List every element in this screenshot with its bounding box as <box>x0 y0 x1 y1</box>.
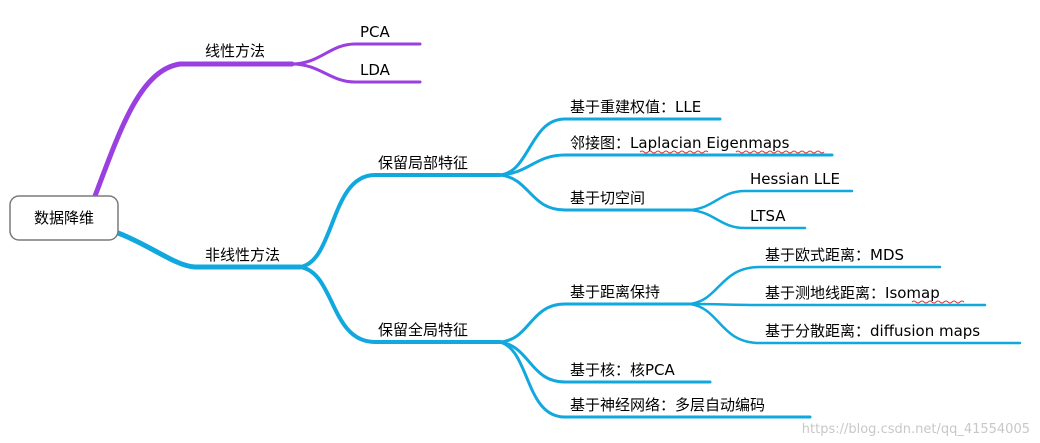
adjacency-word-laplacian: Laplacian <box>630 134 702 152</box>
local-label: 保留局部特征 <box>378 154 468 172</box>
root-node: 数据降维 <box>9 195 119 241</box>
global-kernel-label: 基于核：核PCA <box>570 361 676 379</box>
global-neural-label: 基于神经网络：多层自动编码 <box>570 396 765 414</box>
root-label: 数据降维 <box>34 209 94 227</box>
local-tangent-label: 基于切空间 <box>570 189 645 207</box>
watermark: https://blog.csdn.net/qq_41554005 <box>802 422 1030 437</box>
spellcheck-underline-eigenmaps <box>735 150 825 154</box>
geodesic-word: Isomap <box>885 284 940 302</box>
tangent-item-ltsa: LTSA <box>750 207 786 225</box>
adjacency-word-eigenmaps: Eigenmaps <box>706 134 789 152</box>
local-reconstruct-label: 基于重建权值：LLE <box>570 98 701 116</box>
geodesic-prefix: 基于测地线距离： <box>765 284 885 302</box>
distance-euclid-label: 基于欧式距离：MDS <box>765 246 904 264</box>
distance-geodesic-label: 基于测地线距离：Isomap <box>765 284 940 302</box>
distance-diffusion-label: 基于分散距离：diffusion maps <box>765 322 980 340</box>
spellcheck-underline-isomap <box>911 300 965 304</box>
tangent-item-hessian: Hessian LLE <box>750 170 840 188</box>
local-adjacency-label: 邻接图：Laplacian Eigenmaps <box>570 134 790 152</box>
global-distance-label: 基于距离保持 <box>570 283 660 301</box>
linear-item-lda: LDA <box>360 61 391 79</box>
nonlinear-label: 非线性方法 <box>205 246 280 264</box>
linear-branch-lines <box>92 42 422 199</box>
nonlinear-branch-lines <box>115 117 1022 419</box>
adjacency-prefix: 邻接图： <box>570 134 630 152</box>
linear-item-pca: PCA <box>360 23 391 41</box>
global-label: 保留全局特征 <box>378 321 468 339</box>
linear-label: 线性方法 <box>205 42 265 60</box>
spellcheck-underline-laplacian <box>639 150 709 154</box>
